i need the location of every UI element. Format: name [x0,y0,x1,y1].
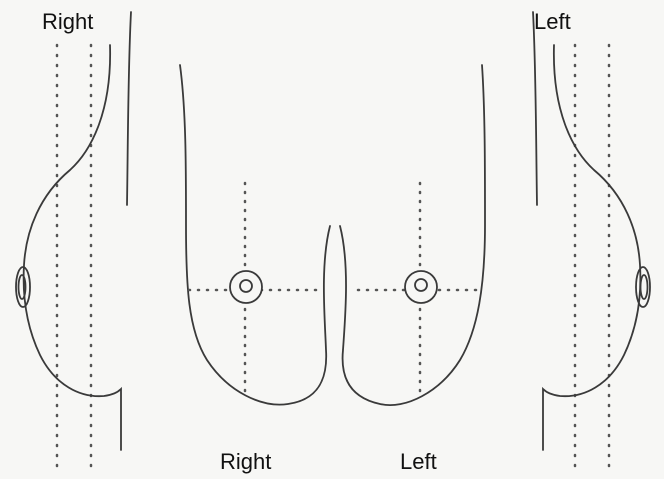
frontal-right-breast-outline [180,65,330,405]
left-lateral-breast-outline [543,45,640,450]
left-lateral-view [533,12,650,470]
left-lateral-nipple-inner [641,275,648,299]
frontal-view [180,65,485,405]
frontal-left-breast-outline [340,65,485,405]
left-lateral-back-line [533,12,537,205]
frontal-right-nipple [240,280,252,292]
right-lateral-breast-outline [24,45,121,450]
label-right-frontal: Right [220,451,271,473]
right-lateral-back-line [127,12,131,205]
label-left-frontal: Left [400,451,437,473]
right-lateral-view [16,12,131,470]
label-left-lateral: Left [534,11,571,33]
frontal-left-nipple [415,279,427,291]
label-right-lateral: Right [42,11,93,33]
